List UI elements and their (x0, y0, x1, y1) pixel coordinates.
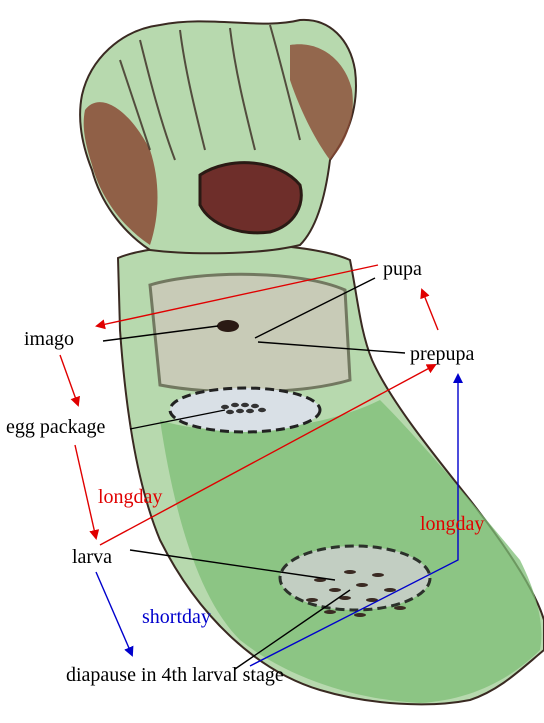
pitcher-window (150, 274, 350, 392)
imago-fly (217, 320, 239, 332)
label-pupa: pupa (383, 258, 422, 280)
label-diapause: diapause in 4th larval stage (66, 664, 284, 686)
larval-pool (280, 546, 430, 610)
label-prepupa: prepupa (410, 343, 474, 365)
egg-platform (170, 388, 320, 432)
label-imago: imago (24, 328, 74, 350)
label-larva: larva (72, 546, 112, 568)
label-longday-right: longday (420, 513, 484, 535)
label-shortday: shortday (142, 606, 211, 628)
label-egg-package: egg package (6, 416, 105, 438)
pitcher-mouth (200, 163, 301, 233)
label-longday-left: longday (98, 486, 162, 508)
